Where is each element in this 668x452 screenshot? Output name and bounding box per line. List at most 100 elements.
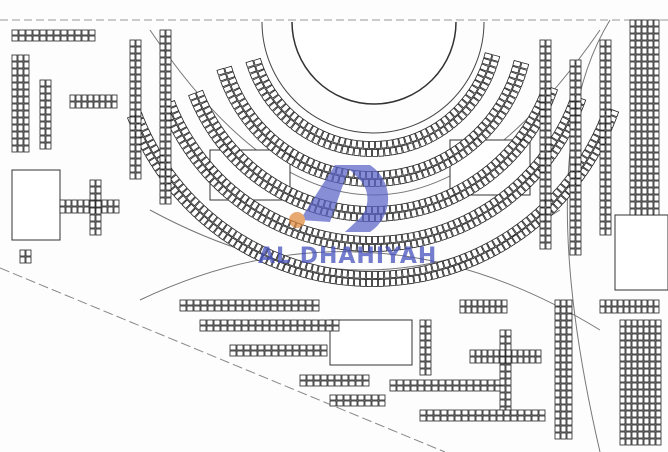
plot-lot <box>272 94 283 104</box>
plot-lot <box>350 394 358 401</box>
plot-lot <box>46 35 54 42</box>
plot-lot <box>487 349 494 357</box>
plot-lot <box>496 243 506 254</box>
plot-lot <box>329 232 337 241</box>
plot-lot <box>525 165 536 176</box>
plot-lot <box>419 409 427 416</box>
plot-lot <box>539 242 546 250</box>
plot-lot <box>416 207 424 217</box>
plot-lot <box>653 54 660 62</box>
plot-lot <box>526 223 536 234</box>
plot-lot <box>105 94 112 102</box>
plot-lot <box>329 400 337 407</box>
plot-lot <box>39 35 47 42</box>
plot-lot <box>605 67 612 75</box>
plot-lot <box>629 19 636 27</box>
plot-lot <box>510 415 518 422</box>
plot-lot <box>194 211 205 222</box>
plot-lot <box>545 95 552 103</box>
plot-lot <box>129 151 136 159</box>
plot-lot <box>401 276 409 286</box>
plot-lot <box>511 349 518 357</box>
plot-lot <box>545 88 552 96</box>
plot-lot <box>647 166 654 174</box>
plot-lot <box>499 399 506 407</box>
plot-lot <box>503 144 514 155</box>
plot-lot <box>403 379 411 386</box>
plot-lot <box>635 208 642 216</box>
plot-lot <box>599 186 606 194</box>
plot-lot <box>332 325 340 332</box>
plot-lot <box>653 110 660 118</box>
plot-lot <box>357 400 365 407</box>
plot-lot <box>320 374 328 381</box>
plot-lot <box>449 194 459 205</box>
plot-lot <box>159 85 166 93</box>
plot-lot <box>569 171 576 179</box>
plot-lot <box>165 197 172 205</box>
plot-lot <box>539 235 546 243</box>
plot-lot <box>199 325 207 332</box>
plot-lot <box>643 361 650 369</box>
logo-a-shape <box>300 165 350 222</box>
plot-lot <box>135 137 142 145</box>
plot-lot <box>539 165 546 173</box>
plot-lot <box>505 343 512 351</box>
plot-lot <box>440 415 448 422</box>
plot-lot <box>629 152 636 160</box>
plot-lot <box>17 131 24 139</box>
plot-lot <box>516 185 526 196</box>
plot-lot <box>649 319 656 327</box>
plot-lot <box>641 110 648 118</box>
plot-lot <box>649 375 656 383</box>
plot-lot <box>452 217 462 228</box>
plot-lot <box>623 299 630 307</box>
plot-lot <box>292 350 300 357</box>
plot-lot <box>481 356 488 364</box>
plot-lot <box>421 205 430 215</box>
plot-lot <box>383 235 391 244</box>
plot-lot <box>341 145 349 155</box>
plot-lot <box>285 118 296 129</box>
plot-lot <box>175 134 186 144</box>
plot-lot <box>569 115 576 123</box>
plot-lot <box>276 252 285 263</box>
plot-lot <box>214 139 225 149</box>
plot-lot <box>477 306 484 314</box>
plot-lot <box>617 306 624 314</box>
plot-lot <box>643 417 650 425</box>
plot-lot <box>403 134 412 145</box>
plot-lot <box>317 265 325 275</box>
plot-lot <box>239 165 250 175</box>
plot-lot <box>347 146 355 156</box>
plot-lot <box>511 356 518 364</box>
plot-lot <box>653 75 660 83</box>
plot-lot <box>575 66 582 74</box>
plot-lot <box>320 380 328 387</box>
plot-lot <box>569 220 576 228</box>
plot-lot <box>341 380 349 387</box>
plot-lot <box>248 319 256 326</box>
plot-lot <box>635 159 642 167</box>
plot-lot <box>643 375 650 383</box>
plot-lot <box>477 121 488 132</box>
plot-lot <box>629 124 636 132</box>
plot-lot <box>641 306 648 314</box>
plot-lot <box>233 87 243 97</box>
plot-lot <box>189 142 200 152</box>
plot-lot <box>545 242 552 250</box>
plot-lot <box>111 94 118 102</box>
plot-lot <box>256 299 264 306</box>
plot-lot <box>263 305 271 312</box>
plot-lot <box>539 137 546 145</box>
plot-lot <box>83 199 90 207</box>
plot-lot <box>39 100 46 108</box>
plot-lot <box>207 305 215 312</box>
plot-lot <box>67 35 75 42</box>
plot-lot <box>313 344 321 351</box>
plot-lot <box>230 186 241 196</box>
plot-lot <box>135 67 142 75</box>
plot-lot <box>643 382 650 390</box>
plot-lot <box>39 29 47 36</box>
plot-lot <box>257 169 267 179</box>
